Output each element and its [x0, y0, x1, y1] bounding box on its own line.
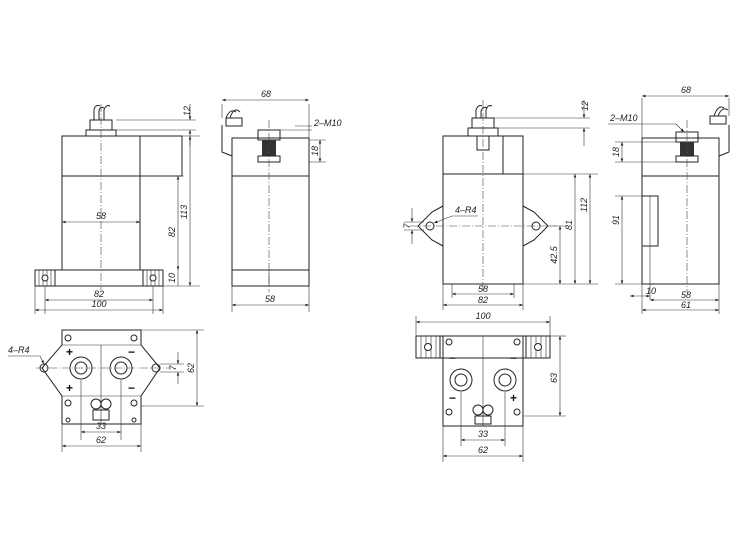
dim-18-right-side: 18	[611, 147, 621, 157]
right-front-view: 12 7 4–R4 112 81 42.5 58 82	[402, 100, 598, 310]
dim-82-right: 82	[478, 295, 488, 305]
dim-4r4-right: 4–R4	[455, 205, 477, 215]
dim-112: 112	[579, 198, 589, 212]
minus-symbol: −	[128, 381, 135, 395]
left-side-view: 68 2–M10 18 58	[221, 89, 342, 312]
dim-100-right-bottom: 100	[475, 311, 490, 321]
wire-clip	[718, 125, 730, 157]
dim-2m10-right: 2–M10	[609, 113, 638, 123]
wire-clip	[221, 125, 233, 157]
coil-connector	[90, 398, 112, 421]
plus-symbol: +	[66, 381, 73, 395]
terminal-left	[449, 368, 473, 392]
dim-10-right-side: 10	[646, 286, 656, 296]
side-base	[231, 269, 310, 287]
minus-symbol: −	[128, 345, 135, 359]
dim-62-left-bottom-horiz: 62	[96, 435, 106, 445]
dim-63: 63	[549, 373, 559, 383]
dim-7-right: 7	[402, 223, 412, 229]
dim-42-5: 42.5	[549, 245, 559, 264]
minus-symbol: −	[449, 351, 456, 365]
dim-2m10-left: 2–M10	[313, 118, 342, 128]
dim-58-left-side: 58	[265, 294, 275, 304]
base-knurl-right	[525, 335, 551, 359]
plus-symbol: +	[66, 345, 73, 359]
dim-7-left-bottom: 7	[168, 365, 178, 371]
base-knurl-left	[415, 335, 441, 359]
dim-58-right-side: 58	[681, 290, 691, 300]
coil-body	[442, 173, 524, 285]
dim-62-right-bottom: 62	[478, 445, 488, 455]
upper-housing	[61, 135, 183, 177]
dim-18-left-side: 18	[310, 146, 320, 156]
dim-68-right-side: 68	[681, 85, 691, 95]
dim-58-right: 58	[478, 284, 488, 294]
side-coil-body	[641, 175, 720, 285]
left-front-view: 12 113 82 10 58 82 100	[34, 104, 200, 314]
side-coil-body	[231, 175, 310, 271]
base-knurl-right	[142, 269, 164, 287]
terminal-right	[493, 368, 517, 392]
base-knurl-left	[34, 269, 56, 287]
dim-82-left-vert: 82	[167, 227, 177, 237]
dim-33-left-bottom: 33	[96, 421, 106, 431]
coil-connector	[472, 404, 494, 425]
corner-screws	[445, 338, 521, 416]
dim-61: 61	[681, 300, 691, 310]
dim-12-left: 12	[182, 106, 192, 116]
dim-12-right: 12	[580, 101, 590, 111]
dim-100-left: 100	[91, 299, 106, 309]
dim-62-left-bottom-vert: 62	[186, 363, 196, 373]
mounting-base	[34, 269, 164, 287]
left-bottom-view: + − + − 4–R4 7 62 33 62	[8, 329, 204, 452]
dim-68-left-side: 68	[261, 89, 271, 99]
dim-82-left-horiz: 82	[94, 289, 104, 299]
dim-113: 113	[179, 205, 189, 219]
dim-91: 91	[611, 215, 621, 225]
dim-4r4-left-bottom: 4–R4	[8, 345, 30, 355]
minus-symbol: −	[510, 351, 517, 365]
dim-58-left: 58	[96, 211, 106, 221]
minus-symbol: −	[449, 391, 456, 405]
dim-33-right-bottom: 33	[478, 429, 488, 439]
corner-screws	[64, 334, 138, 423]
right-bottom-view: − − − + 100 63 33 62	[415, 311, 566, 462]
dim-10-left-vert: 10	[167, 273, 177, 283]
dim-81: 81	[564, 220, 574, 230]
right-side-view: 68 2–M10 18 91 10 58 61	[608, 85, 730, 314]
plus-symbol: +	[510, 391, 517, 405]
